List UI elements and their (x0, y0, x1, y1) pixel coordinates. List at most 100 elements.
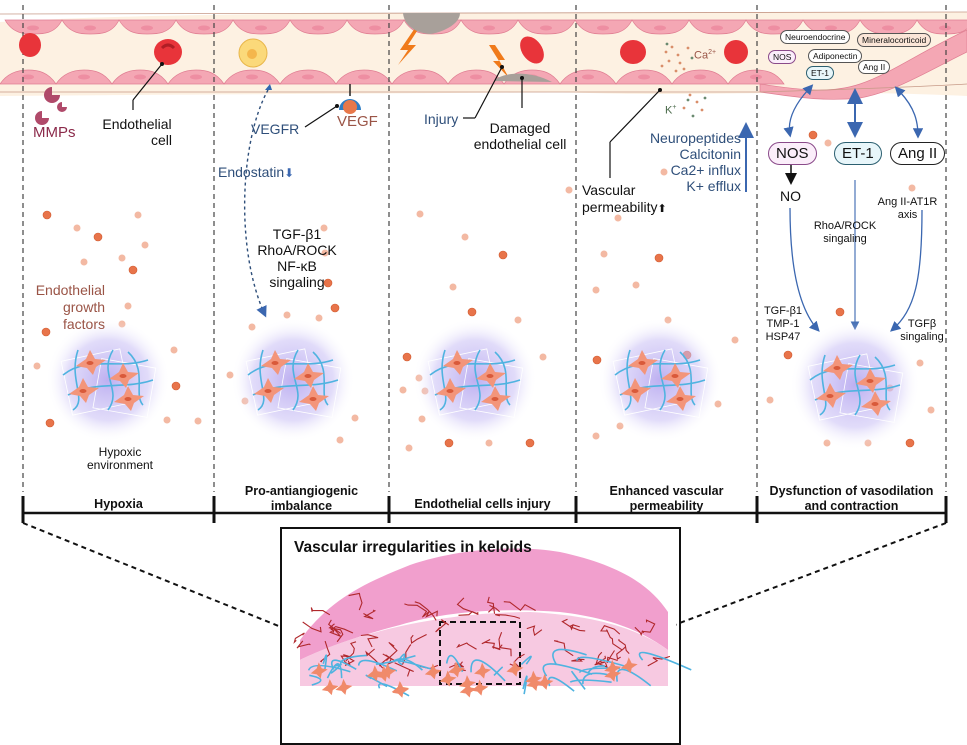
growth-factor-dot (171, 347, 178, 354)
nucleus (27, 26, 39, 31)
growth-factor-dot (129, 266, 137, 274)
growth-factor-dot (406, 445, 413, 452)
fibroblast-nucleus (867, 379, 874, 383)
endothelial-cell-label-line1: Endothelial (92, 116, 182, 132)
growth-factor-dot (928, 407, 935, 414)
phase-line2: and contraction (757, 499, 946, 514)
growth-factors-line1: Endothelial (25, 282, 105, 299)
pill-mineralocorticoid: Mineralocorticoid (857, 33, 931, 47)
nucleus (470, 75, 482, 80)
growth-factor-dot (43, 211, 51, 219)
phase-line1: Dysfunction of vasodilation (757, 484, 946, 499)
growth-factor-dot (195, 418, 202, 425)
calcium-symbol: Ca (694, 50, 708, 62)
growth-factor-dot (909, 185, 916, 192)
growth-factor-dot (450, 284, 457, 291)
tgf-item: TGF-β1 (758, 305, 808, 318)
growth-factor-dot (74, 225, 81, 232)
endothelial-cell-label-line2: cell (92, 132, 182, 148)
fibroblast-nucleus (827, 394, 834, 398)
fibroblast-nucleus (125, 397, 132, 401)
nucleus (358, 75, 370, 80)
growth-factor-dot (655, 254, 663, 262)
fibroblast-nucleus (834, 366, 841, 370)
vegfr-label: VEGFR (251, 121, 299, 137)
fibroblast-nucleus (487, 374, 494, 378)
growth-factor-dot (767, 397, 774, 404)
phase-line2: permeability (576, 499, 757, 514)
nucleus (597, 26, 609, 31)
potassium-charge: + (672, 104, 676, 111)
growth-factor-dot (593, 287, 600, 294)
fibroblast-nucleus (677, 397, 684, 401)
signal-item: RhoA/ROCK (242, 242, 352, 258)
growth-factor-dot (249, 324, 256, 331)
ang-axis-line1: Ang II-AT1R (870, 196, 945, 209)
nucleus (302, 75, 314, 80)
nucleus (84, 26, 96, 31)
growth-factor-dot (445, 439, 453, 447)
nucleus (246, 75, 258, 80)
rhoa-line2: singaling (800, 233, 890, 246)
nucleus (414, 75, 426, 80)
fibroblast-nucleus (492, 397, 499, 401)
rhoa-rock-label: RhoA/ROCK singaling (800, 220, 890, 246)
growth-factor-dot (142, 242, 149, 249)
nucleus (694, 75, 706, 80)
growth-factor-dot (172, 382, 180, 390)
growth-factor-dot (46, 419, 54, 427)
mediator-item: Ca2+ influx (630, 162, 741, 178)
phase-endothelial-injury: Endothelial cells injury (389, 497, 576, 512)
growth-factor-dot (601, 251, 608, 258)
tgfb-line2: singaling (897, 331, 947, 344)
growth-factor-dot (94, 233, 102, 241)
nucleus (750, 75, 762, 80)
fibroblast-nucleus (87, 361, 94, 365)
growth-factor-dot (825, 140, 832, 147)
tgfb-line1: TGFβ (897, 318, 947, 331)
pill-neuroendocrine: Neuroendocrine (780, 30, 850, 44)
growth-factor-dot (34, 363, 41, 370)
nucleus (711, 26, 723, 31)
growth-factor-dot (352, 415, 359, 422)
growth-factor-dot (419, 416, 426, 423)
growth-factor-dot (732, 337, 739, 344)
phase-enhanced-permeability: Enhanced vascular permeability (576, 484, 757, 514)
growth-factor-dot (468, 308, 476, 316)
ang-axis-line2: axis (870, 209, 945, 222)
endostatin-text: Endostatin (218, 164, 284, 180)
nucleus (882, 26, 894, 31)
vegf-label: VEGF (337, 114, 378, 130)
growth-factor-dot (403, 353, 411, 361)
growth-factor-dot (81, 259, 88, 266)
growth-factors-label: Endothelial growth factors (25, 282, 105, 333)
damaged-line2: endothelial cell (470, 136, 570, 152)
nucleus (483, 26, 495, 31)
nucleus (22, 75, 34, 80)
growth-factor-dot (119, 255, 126, 262)
nucleus (939, 26, 951, 31)
growth-factor-dot (593, 433, 600, 440)
fibroblast-nucleus (632, 389, 639, 393)
calcium-charge: 2+ (708, 49, 716, 56)
white-blood-cell (239, 39, 267, 67)
growth-factor-dot (809, 131, 817, 139)
pill-adiponectin: Adiponectin (808, 49, 862, 63)
growth-factor-dot (540, 354, 547, 361)
damaged-line1: Damaged (470, 120, 570, 136)
nucleus (78, 75, 90, 80)
pill-nos: NOS (768, 50, 796, 64)
growth-factor-dot (906, 439, 914, 447)
growth-factor-dot (836, 308, 844, 316)
et1-badge: ET-1 (834, 142, 882, 165)
fibroblast-nucleus (265, 389, 272, 393)
vascular-permeability-label: Vascular permeability⬆ (582, 182, 667, 218)
growth-factor-dot (566, 187, 573, 194)
nucleus (198, 26, 210, 31)
nos-badge: NOS (768, 142, 817, 165)
fibroblast-nucleus (454, 361, 461, 365)
phase-pro-antiangiogenic: Pro-antiangiogenic imbalance (214, 484, 389, 514)
growth-factor-dot (417, 211, 424, 218)
pill-et1: ET-1 (806, 66, 834, 80)
phase-line1: Enhanced vascular (576, 484, 757, 499)
